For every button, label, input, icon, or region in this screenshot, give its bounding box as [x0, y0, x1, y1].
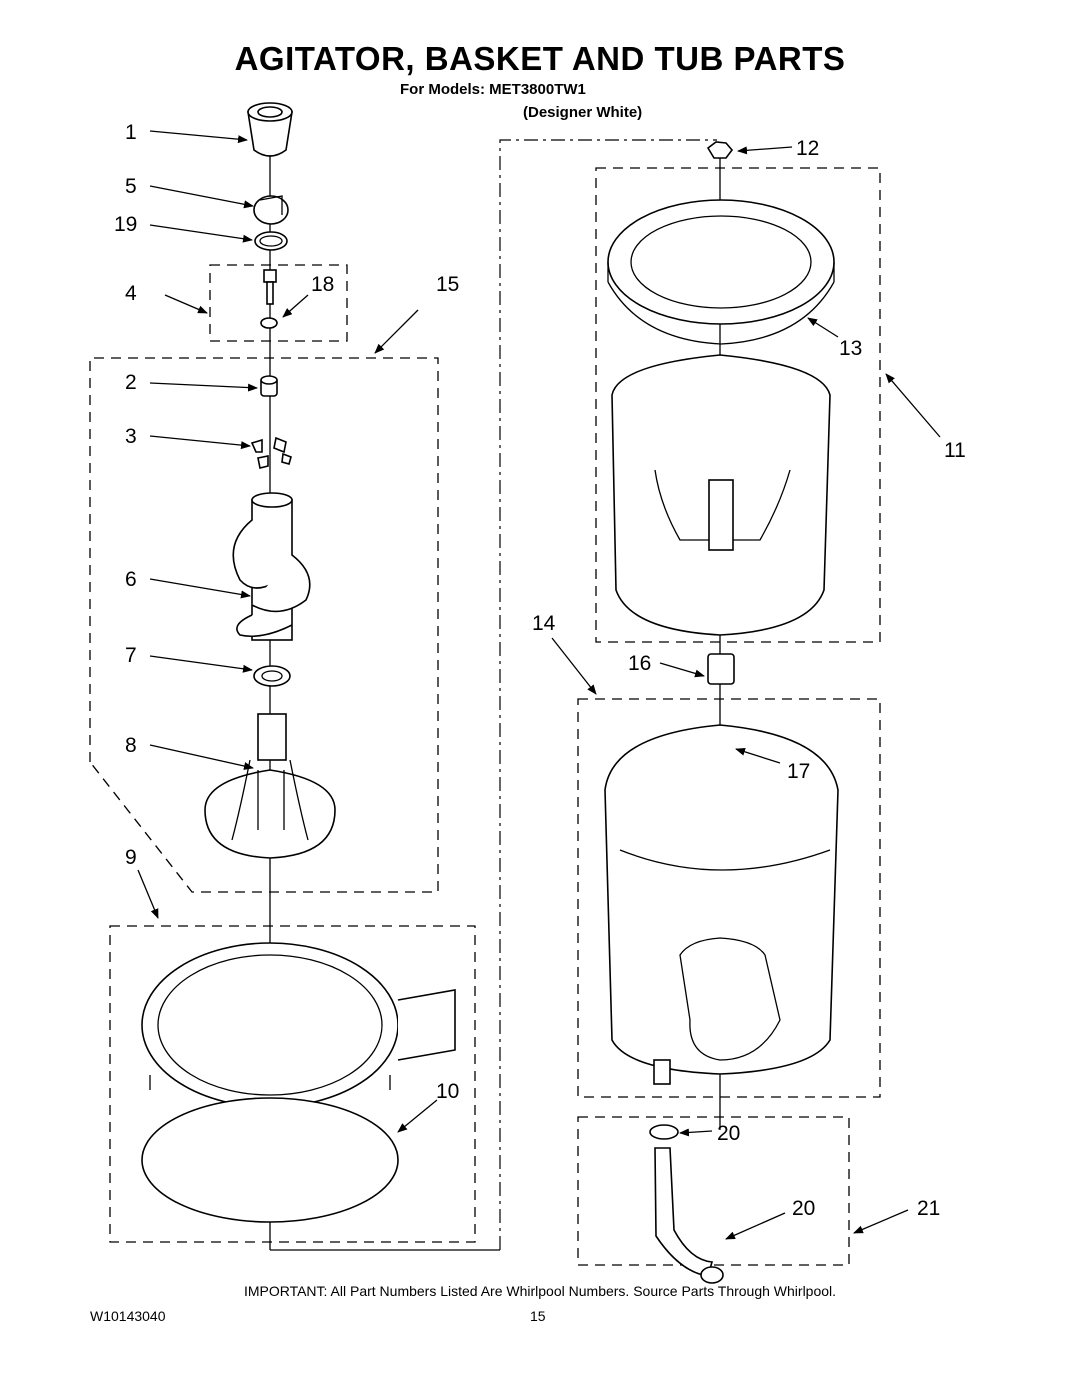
part-cap-insert — [253, 195, 289, 225]
part-hub-nut — [706, 141, 734, 159]
leader-16 — [659, 662, 705, 678]
callout-12: 12 — [796, 137, 819, 160]
part-seal — [707, 653, 735, 685]
group-box-4-18 — [209, 264, 348, 342]
leader-19 — [149, 224, 253, 243]
callout-4: 4 — [125, 282, 137, 305]
callout-1: 1 — [125, 121, 137, 144]
part-bearing — [253, 665, 291, 687]
group-box-11 — [595, 167, 881, 643]
callout-5: 5 — [125, 175, 137, 198]
callout-13: 13 — [839, 337, 862, 360]
callout-3: 3 — [125, 425, 137, 448]
callout-8: 8 — [125, 734, 137, 757]
leader-17 — [735, 747, 781, 764]
leader-15 — [374, 309, 419, 354]
leader-9 — [137, 869, 159, 919]
callout-20-bottom: 20 — [792, 1197, 815, 1220]
callout-2: 2 — [125, 371, 137, 394]
leader-13 — [807, 317, 839, 338]
part-coupler — [260, 375, 278, 397]
leader-7 — [149, 655, 253, 673]
leader-10 — [397, 1099, 438, 1133]
part-balance-ring — [607, 199, 835, 345]
page-number: 15 — [530, 1308, 546, 1324]
callout-11: 11 — [944, 439, 966, 462]
callout-21: 21 — [917, 1197, 940, 1220]
leader-6 — [149, 578, 251, 599]
callout-14: 14 — [532, 612, 556, 635]
callout-10: 10 — [436, 1080, 459, 1103]
part-dogs — [250, 436, 292, 469]
leader-8 — [149, 744, 254, 770]
leader-1 — [149, 130, 248, 144]
leader-4 — [164, 294, 208, 314]
callout-20-top: 20 — [717, 1122, 740, 1145]
part-tub-ring — [141, 942, 456, 1108]
part-outer-tub — [604, 724, 839, 1085]
leader-20-bottom — [725, 1212, 786, 1240]
part-snap-ring — [141, 1097, 399, 1223]
leader-5 — [149, 185, 254, 209]
leader-12 — [737, 146, 793, 155]
callout-7: 7 — [125, 644, 137, 667]
part-drain-hose — [654, 1147, 714, 1277]
page-title: AGITATOR, BASKET AND TUB PARTS — [234, 40, 846, 77]
leader-2 — [149, 382, 258, 392]
part-basket — [611, 354, 831, 636]
callout-16: 16 — [628, 652, 651, 675]
part-agitator-base — [204, 713, 336, 859]
callout-6: 6 — [125, 568, 137, 591]
important-note: IMPORTANT: All Part Numbers Listed Are W… — [243, 1283, 837, 1299]
part-hose-clamp-bottom — [700, 1266, 724, 1284]
document-number: W10143040 — [90, 1308, 166, 1324]
leader-18 — [282, 294, 309, 318]
assembly-line — [499, 139, 717, 1250]
color-subtitle: (Designer White) — [523, 104, 643, 121]
leader-3 — [149, 435, 251, 450]
part-agitator-auger — [232, 492, 311, 641]
leader-14 — [551, 637, 597, 695]
leader-21 — [853, 1209, 909, 1234]
callout-17: 17 — [787, 760, 810, 783]
group-box-21 — [577, 1116, 850, 1266]
part-hose-clamp-top — [649, 1124, 679, 1140]
group-box-14 — [577, 698, 881, 1098]
part-agitator-cap — [247, 102, 293, 157]
models-subtitle: For Models: MET3800TW1 — [400, 81, 586, 98]
part-washer — [260, 317, 278, 329]
callout-18: 18 — [311, 273, 334, 296]
callout-19: 19 — [114, 213, 137, 236]
leader-11 — [885, 373, 941, 438]
callout-9: 9 — [125, 846, 137, 869]
leader-20-top — [679, 1128, 713, 1137]
part-bolt — [263, 269, 277, 305]
callout-15: 15 — [436, 273, 459, 296]
part-o-ring — [254, 231, 288, 251]
